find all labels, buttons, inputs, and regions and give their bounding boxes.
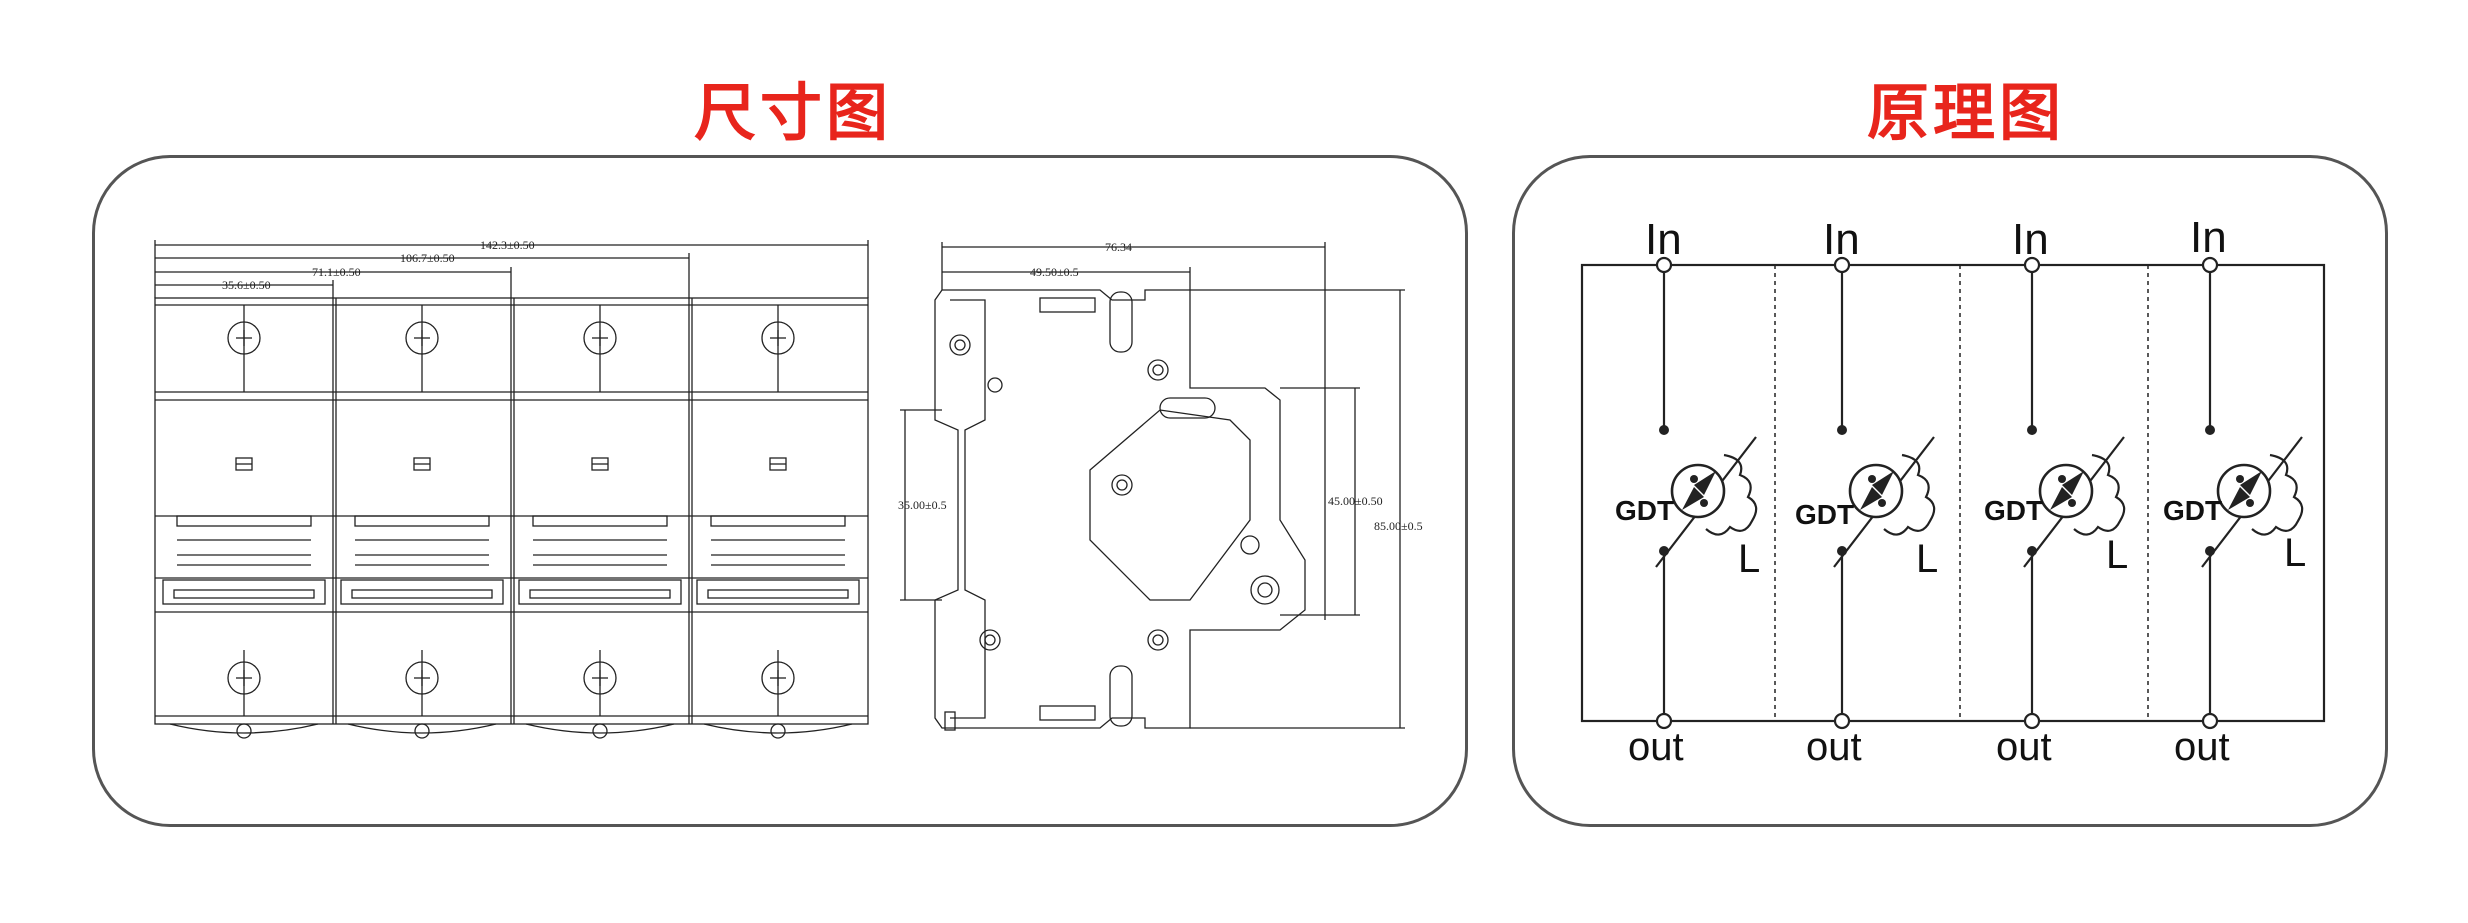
in-label-2: In (1823, 215, 1860, 264)
gdt-label-4: GDT (2163, 495, 2222, 526)
channel-1: In out GDT L (1615, 215, 1760, 769)
dim-two-pole-width: 71.1±0.50 (312, 265, 361, 279)
channel-2: In out GDT L (1795, 215, 1938, 769)
out-label-4: out (2174, 725, 2230, 769)
channel-3: In out GDT L (1984, 215, 2128, 769)
side-view (900, 242, 1405, 731)
gdt-label-2: GDT (1795, 499, 1854, 530)
dim-front-depth: 49.50±0.5 (1030, 265, 1079, 279)
front-view (154, 240, 869, 739)
l-label-1: L (1738, 537, 1760, 581)
out-label-2: out (1806, 725, 1862, 769)
out-label-1: out (1628, 725, 1684, 769)
in-label-4: In (2190, 213, 2227, 262)
dim-three-pole-width: 106.7±0.50 (400, 251, 455, 265)
out-label-3: out (1996, 725, 2052, 769)
dim-total-width: 142.3±0.50 (480, 238, 535, 252)
gdt-label-1: GDT (1615, 495, 1674, 526)
dim-front-height: 45.00±0.50 (1328, 494, 1383, 508)
dimension-drawing-panel (92, 155, 1468, 827)
in-label-1: In (1645, 215, 1682, 264)
gdt-label-3: GDT (1984, 495, 2043, 526)
l-label-2: L (1916, 537, 1938, 581)
dimension-drawing-title: 尺寸图 (694, 76, 893, 149)
schematic-title: 原理图 (1867, 76, 2066, 149)
l-label-3: L (2106, 533, 2128, 577)
in-label-3: In (2012, 215, 2049, 264)
channel-4: In out GDT L (2163, 213, 2306, 769)
l-label-4: L (2284, 531, 2306, 575)
dim-rail-height: 35.00±0.5 (898, 498, 947, 512)
dim-depth: 76.34 (1105, 240, 1132, 254)
dim-one-pole-width: 35.6±0.50 (222, 278, 271, 292)
dim-total-height: 85.00±0.5 (1374, 519, 1423, 533)
